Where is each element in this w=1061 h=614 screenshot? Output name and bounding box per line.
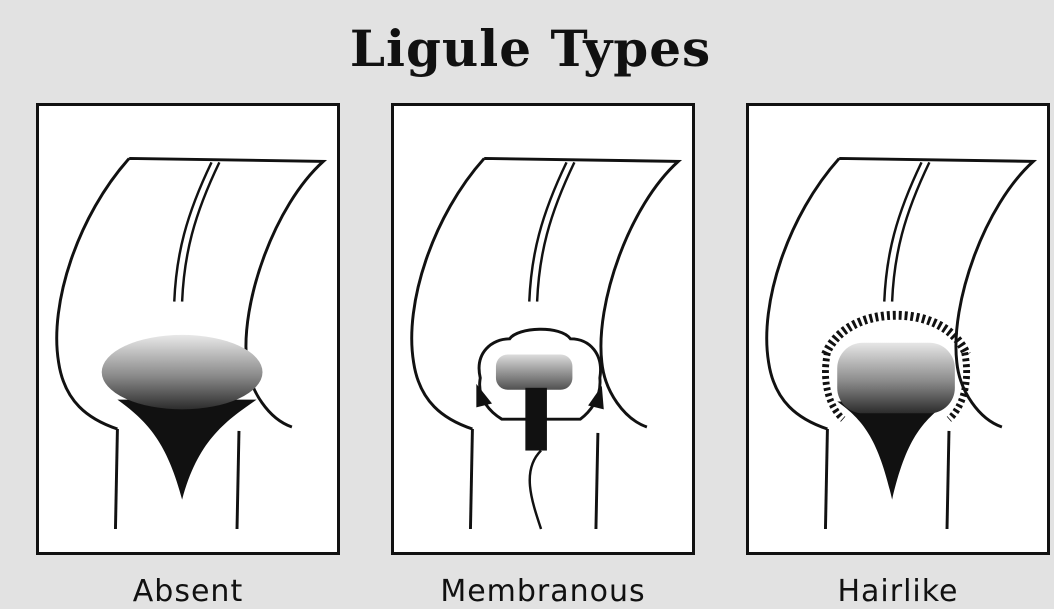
ligule-patch [496,354,572,389]
caption-hairlike: Hairlike [746,572,1050,612]
leaf-hairlike-illustration [749,106,1047,552]
bottom-edge-strip [0,609,1061,614]
panel-absent [36,103,340,555]
stem-fold [530,451,541,529]
ligule-stalk [525,388,547,451]
ligule-base-cone [117,400,256,500]
stem-left [825,429,827,529]
right-edge-strip [1054,0,1061,614]
ligule-collar [837,343,955,414]
leaf-absent-illustration [39,106,337,552]
caption-membranous: Membranous [391,572,695,612]
stem-right [947,431,949,529]
ligule-base-cone [837,402,949,500]
diagram-title: Ligule Types [0,14,1061,84]
panel-membranous [391,103,695,555]
leaf-membranous-illustration [394,106,692,552]
stem-right [596,433,598,529]
panel-hairlike [746,103,1050,555]
stem-left [115,429,117,529]
ligule-collar [102,335,263,410]
stem-left [470,429,472,529]
caption-absent: Absent [36,572,340,612]
stem-right [237,431,239,529]
